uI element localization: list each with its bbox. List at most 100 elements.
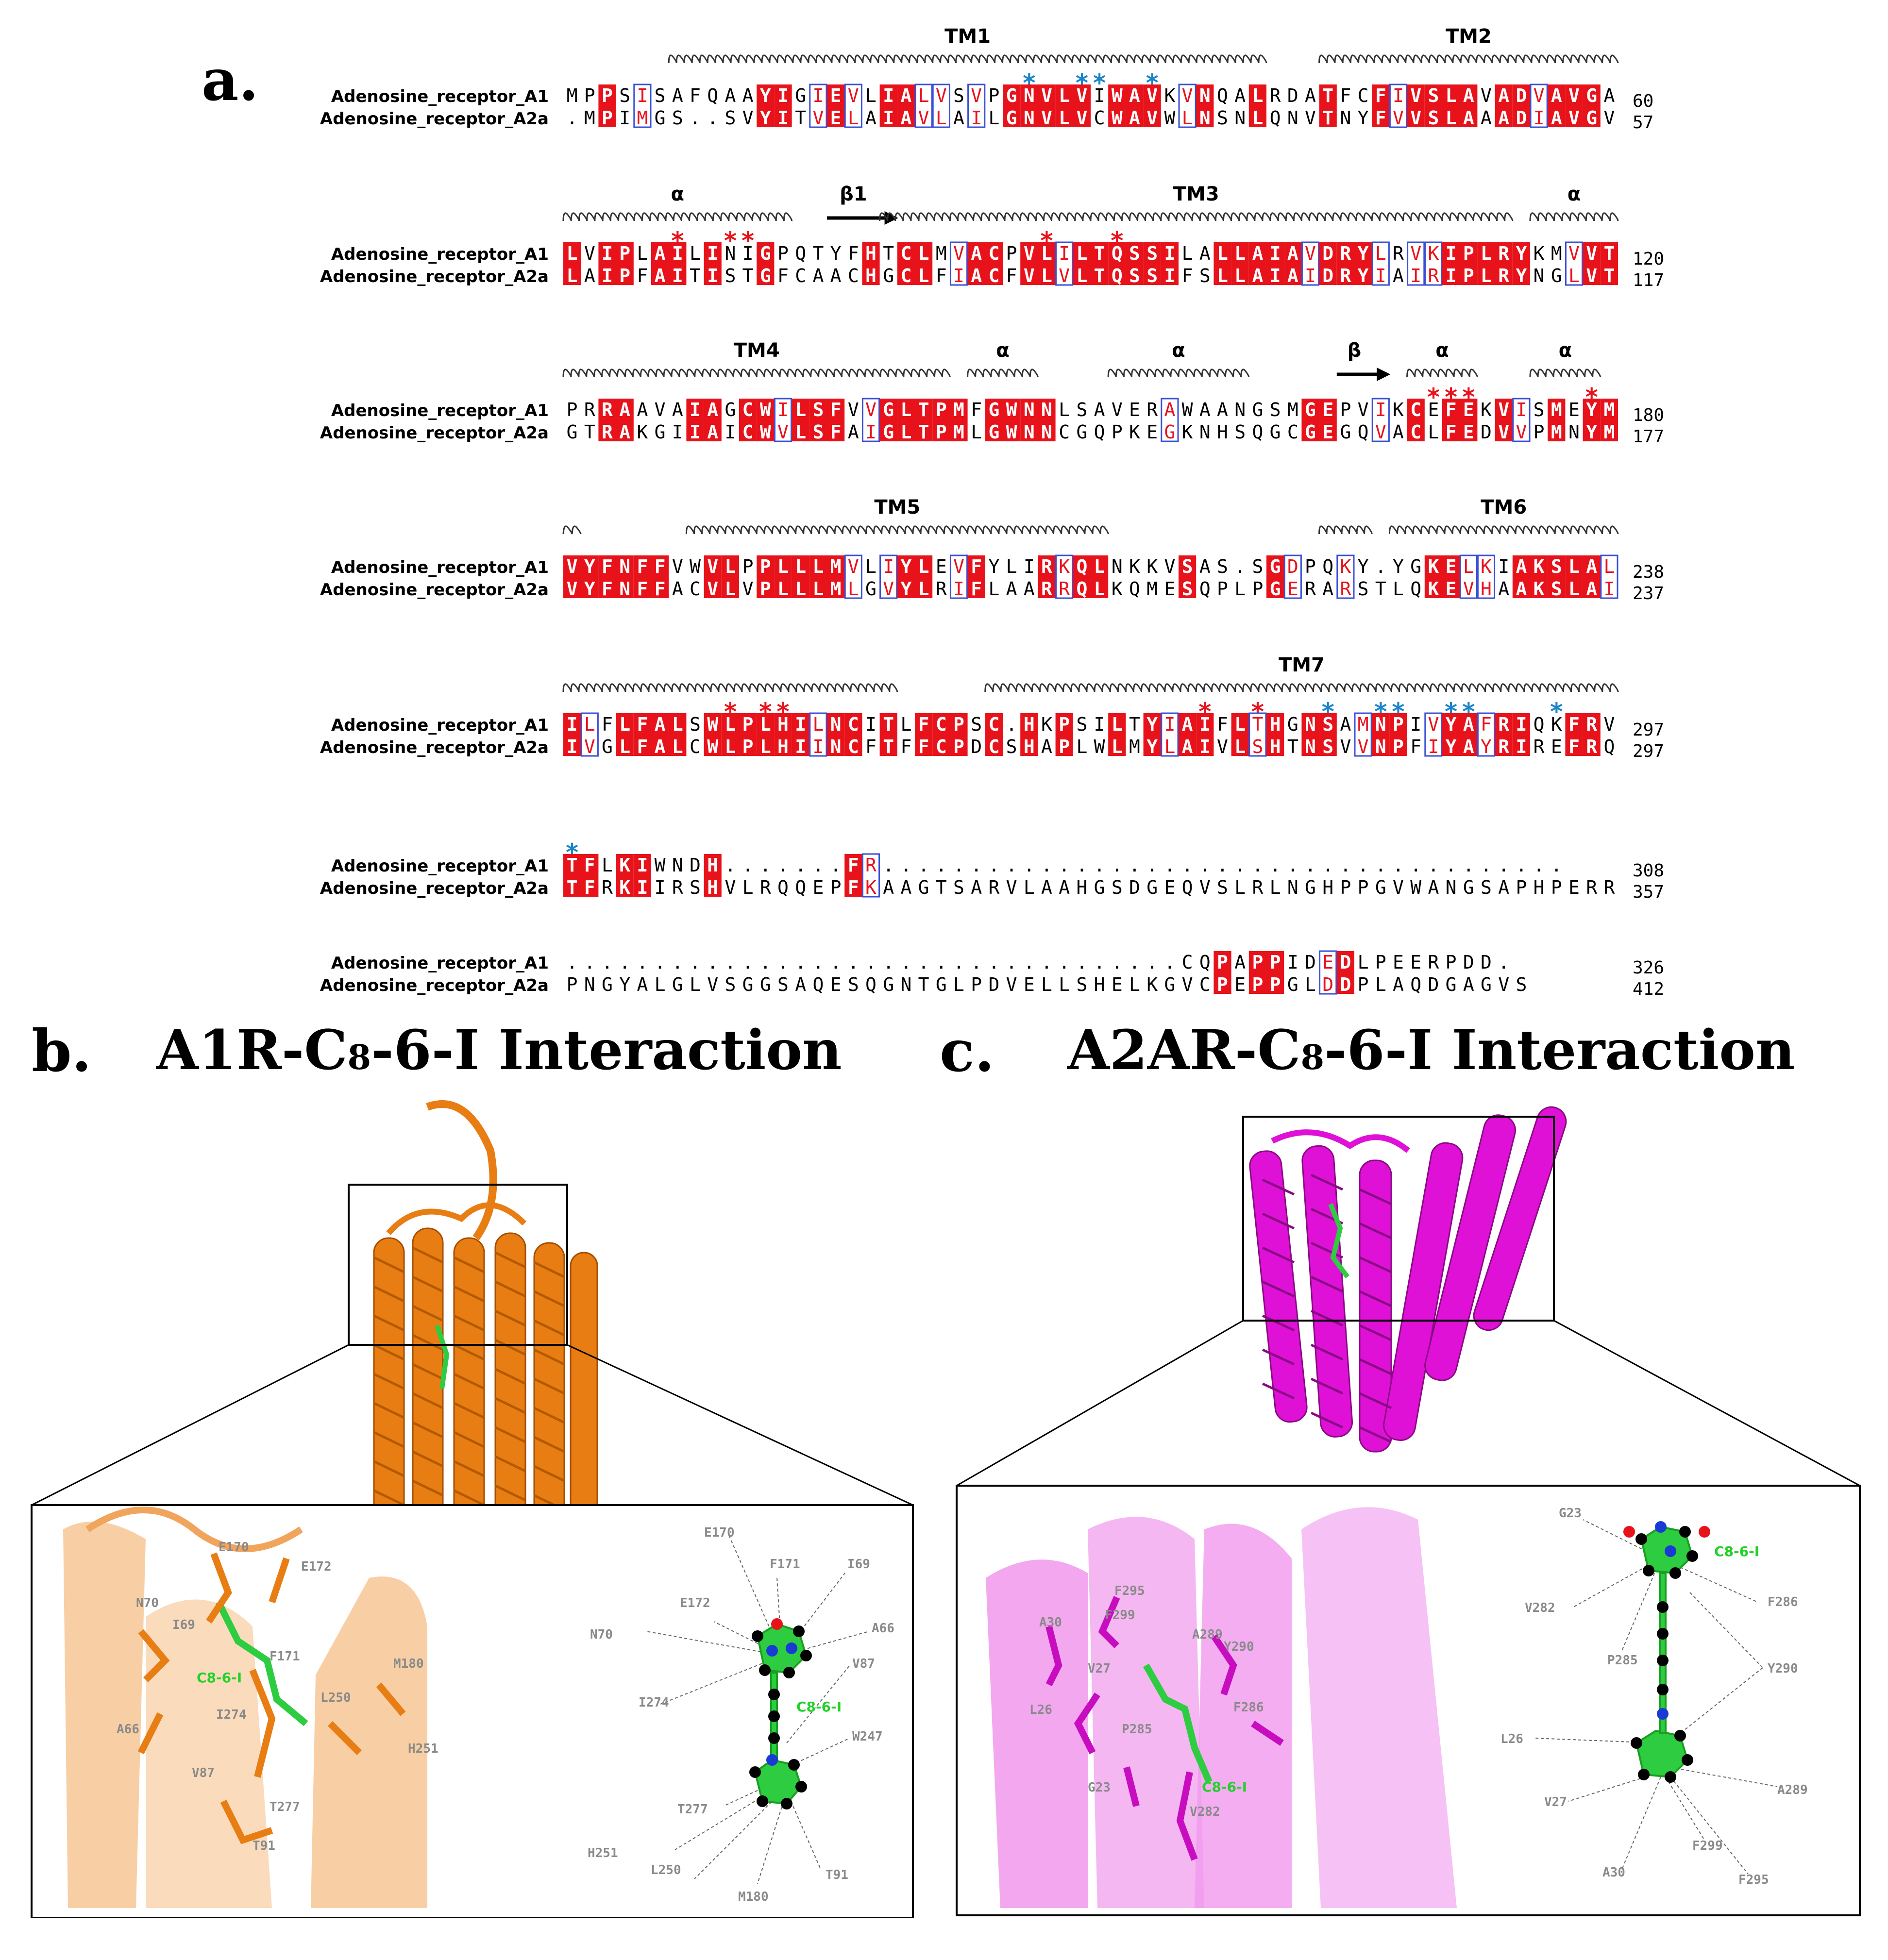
diagram-label: V282	[1525, 1601, 1555, 1615]
identical-residue-bg	[598, 399, 616, 441]
similar-residue-box	[1459, 554, 1478, 599]
secondary-structure-helix	[1388, 525, 1619, 535]
diagram-label: M180	[738, 1890, 769, 1904]
residue: L	[812, 714, 824, 735]
residue: D	[1322, 265, 1333, 286]
residue: K	[1146, 974, 1158, 995]
residue: Q	[1182, 877, 1193, 898]
zoom-label: L26	[1029, 1703, 1052, 1717]
identical-residue-bg	[1143, 713, 1161, 756]
residue: L	[1217, 265, 1228, 286]
residue: C	[848, 736, 859, 757]
residue: W	[760, 421, 771, 443]
residue: N	[1024, 399, 1035, 420]
secondary-structure-label: TM3	[1173, 183, 1219, 205]
residue: .	[760, 952, 771, 973]
residue: T	[1094, 243, 1105, 264]
residue: .	[1498, 854, 1509, 876]
residue: L	[918, 85, 929, 106]
sequence-end-number-a2a: 412	[1633, 979, 1664, 995]
residue: T	[883, 714, 894, 735]
residue: .	[1129, 952, 1140, 973]
residue: G	[672, 974, 683, 995]
residue: .	[602, 952, 613, 973]
residue: M	[567, 85, 578, 106]
residue: R	[1340, 265, 1351, 286]
residue: P	[1340, 877, 1351, 898]
residue: R	[602, 877, 613, 898]
residue: I	[795, 736, 806, 757]
residue: A	[1287, 243, 1298, 264]
identical-residue-bg	[633, 713, 651, 756]
residue: S	[1551, 578, 1562, 600]
residue: S	[1129, 243, 1140, 264]
residue: G	[760, 265, 771, 286]
secondary-structure-label: TM7	[1279, 654, 1325, 676]
identical-residue-bg	[1248, 951, 1266, 994]
residue: .	[690, 952, 701, 973]
residue: D	[1481, 421, 1492, 443]
residue: C	[795, 265, 806, 286]
residue: L	[865, 85, 877, 106]
residue: V	[1498, 421, 1509, 443]
identical-residue-bg	[616, 242, 634, 285]
residue: C	[848, 714, 859, 735]
residue: Y	[619, 974, 630, 995]
residue: W	[1112, 107, 1123, 129]
residue: D	[971, 736, 982, 757]
residue: L	[1112, 736, 1123, 757]
residue: W	[1094, 736, 1105, 757]
similar-residue-box	[1424, 712, 1443, 757]
identical-residue-bg	[827, 555, 845, 598]
residue: L	[900, 714, 911, 735]
residue: L	[795, 556, 806, 577]
residue: F	[830, 421, 842, 443]
residue: F	[602, 714, 613, 735]
residue: P	[1217, 952, 1228, 973]
residue: M	[637, 107, 648, 129]
residue: I	[707, 265, 718, 286]
residue: G	[1586, 85, 1597, 106]
identical-residue-bg	[1248, 84, 1266, 127]
residue: S	[1217, 877, 1228, 898]
residue: L	[918, 265, 929, 286]
residue: I	[1270, 243, 1281, 264]
residue: V	[725, 877, 736, 898]
residue: .	[1498, 952, 1509, 973]
zoom-label: A66	[117, 1722, 139, 1737]
residue: F	[848, 854, 859, 876]
residue: P	[567, 399, 578, 420]
residue: .	[1199, 854, 1211, 876]
a2ar-binding-pocket-cartoon	[986, 1507, 1457, 1908]
residue: S	[777, 974, 789, 995]
residue: G	[655, 421, 666, 443]
residue: A	[672, 85, 683, 106]
residue: F	[971, 578, 982, 600]
residue: L	[655, 974, 666, 995]
residue: V	[584, 736, 595, 757]
residue: K	[1041, 714, 1052, 735]
similar-residue-box	[1407, 241, 1425, 286]
residue: M	[1603, 399, 1615, 420]
residue: G	[1463, 877, 1474, 898]
residue: I	[1164, 265, 1175, 286]
identical-residue-bg	[563, 242, 581, 285]
identical-residue-bg	[1038, 84, 1056, 127]
zoom-label: N70	[136, 1596, 159, 1610]
residue: I	[1410, 265, 1421, 286]
identical-residue-bg	[1038, 555, 1056, 598]
identical-residue-bg	[967, 555, 985, 598]
residue: L	[812, 578, 824, 600]
residue: V	[953, 556, 964, 577]
identical-residue-bg	[581, 555, 599, 598]
diagram-label: F286	[1768, 1595, 1798, 1609]
residue: L	[953, 974, 964, 995]
residue: E	[1446, 556, 1457, 577]
identical-residue-bg	[651, 242, 669, 285]
residue: T	[1094, 265, 1105, 286]
residue: I	[1199, 714, 1211, 735]
residue: V	[1568, 243, 1580, 264]
identical-residue-bg	[563, 555, 581, 598]
residue: I	[1094, 714, 1105, 735]
residue: Q	[1112, 243, 1123, 264]
